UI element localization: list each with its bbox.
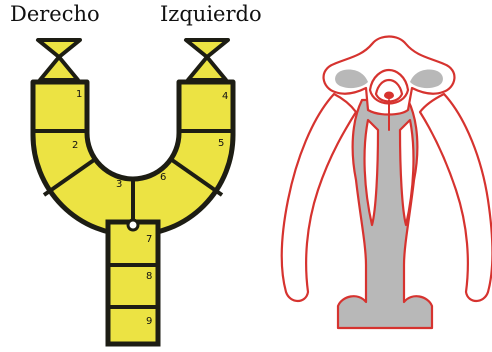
segment-9: 9 [146,316,152,327]
funnel-left [186,40,228,80]
segment-5: 5 [218,138,224,149]
uterine-schematic: 1 2 3 4 5 6 7 8 9 [33,40,233,344]
embryo-structure [282,37,492,329]
segment-6: 6 [160,172,166,183]
junction-dot [128,220,138,230]
segment-2: 2 [72,140,78,151]
funnel-right [38,40,80,80]
segment-1: 1 [76,89,82,100]
segment-4: 4 [222,91,228,102]
arm-left [282,94,356,301]
segment-8: 8 [146,271,152,282]
arm-right [420,94,492,301]
segment-7: 7 [146,234,152,245]
central-body [338,100,432,328]
segment-3: 3 [116,179,122,190]
